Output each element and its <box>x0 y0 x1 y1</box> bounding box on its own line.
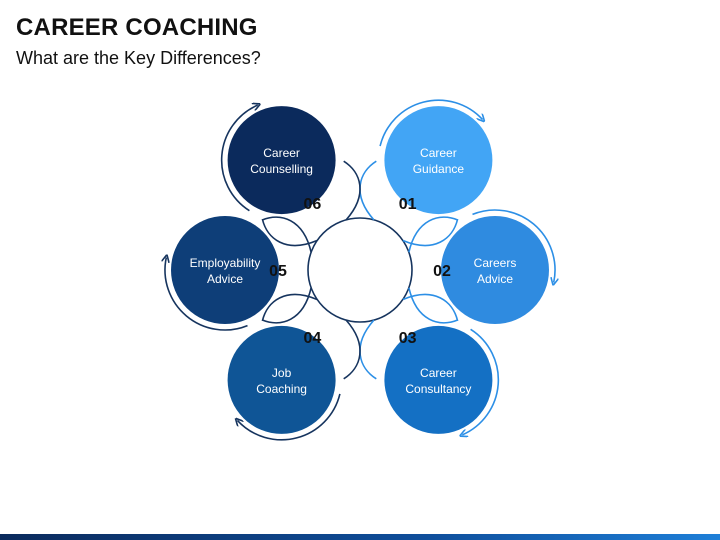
petal-line-06 <box>261 219 318 247</box>
node-label-03-line1: Career <box>420 366 457 380</box>
petal-line-01 <box>359 160 377 221</box>
node-label-01-line2: Guidance <box>413 162 465 176</box>
page-subtitle: What are the Key Differences? <box>16 48 261 68</box>
page-title: CAREER COACHING <box>16 14 258 41</box>
step-number-03: 03 <box>399 330 417 347</box>
center-ring <box>307 217 413 323</box>
arrow-arc-05 <box>165 258 248 331</box>
petal-line-03 <box>402 293 459 321</box>
step-number-01: 01 <box>399 196 417 213</box>
node-circle-06 <box>227 106 336 215</box>
arrow-arc-06 <box>220 105 258 212</box>
node-label-02-line1: Careers <box>474 256 517 270</box>
node-label-06-line1: Career <box>263 146 300 160</box>
step-number-05: 05 <box>269 263 287 280</box>
arrow-arc-01 <box>379 99 483 147</box>
node-circle-01 <box>384 106 493 215</box>
step-number-02: 02 <box>433 263 451 280</box>
petal-line-06 <box>343 160 361 221</box>
node-label-06-line2: Counselling <box>250 162 313 176</box>
node-label-03-line2: Consultancy <box>405 382 471 396</box>
petal-line-03 <box>359 319 377 380</box>
node-label-04-line2: Coaching <box>256 382 307 396</box>
petal-line-02 <box>408 216 459 253</box>
node-label-02-line2: Advice <box>477 272 513 286</box>
node-label-04-line1: Job <box>272 366 292 380</box>
node-circle-05 <box>171 216 279 324</box>
arrow-arc-04 <box>237 393 341 441</box>
step-number-06: 06 <box>304 196 322 213</box>
node-label-01-line1: Career <box>420 146 457 160</box>
footer-bar <box>0 534 720 540</box>
node-circle-04 <box>227 325 336 434</box>
node-circle-02 <box>441 216 549 324</box>
node-label-05-line2: Advice <box>207 272 243 286</box>
arrow-arc-03 <box>462 328 500 435</box>
petal-line-05 <box>261 287 312 324</box>
petal-line-04 <box>343 319 361 380</box>
node-label-05-line1: Employability <box>190 256 261 270</box>
step-number-04: 04 <box>304 330 322 347</box>
arrow-arc-02 <box>472 209 556 282</box>
node-circle-03 <box>384 325 493 434</box>
